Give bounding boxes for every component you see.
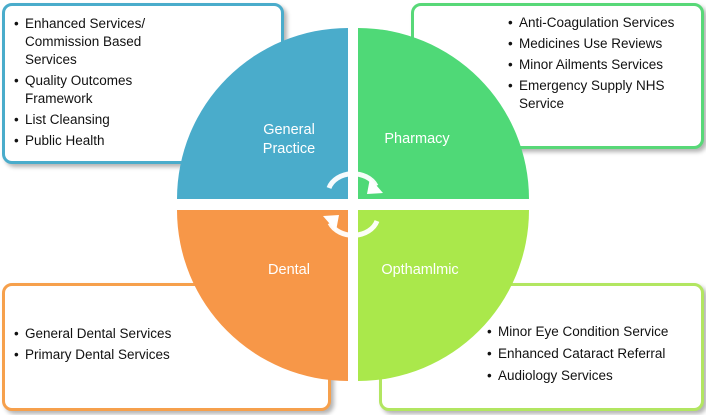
general-practice-label: General Practice [262,122,316,157]
list-item: Minor Eye Condition Service [487,323,701,341]
list-item: Primary Dental Services [14,346,328,364]
general-practice-services-list: Enhanced Services/ Commission Based Serv… [14,15,281,150]
list-item: Enhanced Cataract Referral [487,345,701,363]
dental-label: Dental [268,262,310,278]
list-item: Anti-Coagulation Services [508,14,701,32]
list-item: Public Health [14,132,281,150]
dental-services-list: General Dental Services Primary Dental S… [14,325,328,364]
opthalmic-services-list: Minor Eye Condition Service Enhanced Cat… [487,323,701,385]
list-item: Minor Ailments Services [508,56,701,74]
list-item: Enhanced Services/ Commission Based Serv… [14,15,175,69]
quadrant-general-practice [177,28,348,199]
quadrant-dental [177,210,348,381]
quadrant-opthalmic [358,210,529,381]
list-item: Audiology Services [487,367,701,385]
circular-arrows-icon [323,171,383,238]
list-item: Emergency Supply NHS Service [508,77,694,113]
list-item: Quality Outcomes Framework [14,72,175,108]
pharmacy-services-list: Anti-Coagulation Services Medicines Use … [508,14,701,113]
list-item: List Cleansing [14,111,281,129]
list-item: Medicines Use Reviews [508,35,701,53]
opthalmic-label: Opthamlmic [381,262,459,278]
list-item: General Dental Services [14,325,328,343]
quadrant-pharmacy [358,28,529,199]
pharmacy-label: Pharmacy [384,131,450,147]
